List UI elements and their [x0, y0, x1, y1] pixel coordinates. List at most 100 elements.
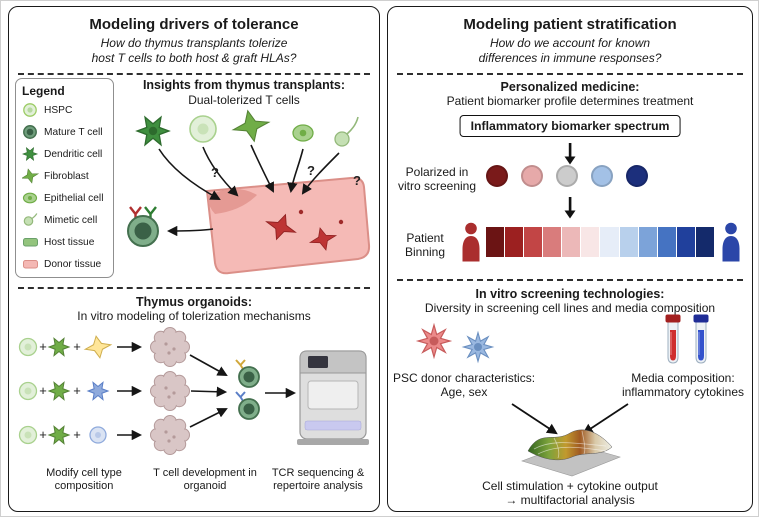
plus-sign: +: [39, 427, 47, 442]
divider-dashed: [18, 287, 370, 289]
legend-item-mimetic-cell: Mimetic cell: [22, 209, 108, 231]
donor-tissue-icon: [23, 260, 38, 269]
psc-label-line1: PSC donor characteristics:: [392, 371, 536, 385]
legend-item-epithelial-cell: Epithelial cell: [22, 187, 108, 209]
panel-tolerance: Modeling drivers of tolerance How do thy…: [8, 6, 380, 512]
legend-label: Mimetic cell: [44, 214, 98, 226]
response-surface-graphic: [521, 429, 621, 477]
left-panel-title: Modeling drivers of tolerance: [89, 16, 299, 33]
screening-subheading: Diversity in screening cell lines and me…: [424, 301, 716, 315]
t-cell-graphic: [235, 359, 260, 388]
transplant-arrows: [158, 144, 340, 237]
personalized-subheading: Patient biomarker profile determines tre…: [446, 94, 694, 108]
blue-tube: [693, 314, 709, 364]
media-label-line1: Media composition:: [631, 371, 735, 385]
panel-stratification: Modeling patient stratification How do w…: [387, 6, 753, 512]
legend-item-host-tissue: Host tissue: [22, 231, 108, 253]
organoid-to-tcell-arrows: [189, 354, 228, 428]
legend-item-fibroblast: Fibroblast: [22, 165, 108, 187]
donor-tissue-graphic: [205, 176, 371, 275]
organoids-heading: Thymus organoids:: [136, 295, 252, 309]
left-panel-question-line2: host T cells to both host & graft HLAs?: [91, 51, 297, 65]
spectrum-segment: [657, 227, 676, 257]
right-panel-question-line2: differences in immune responses?: [478, 51, 662, 65]
media-tubes-graphic: [665, 314, 709, 364]
psc-cells-graphic: [415, 322, 495, 364]
patient-binning-label: Patient Binning: [404, 231, 446, 260]
epithelial-cell-icon: [22, 192, 38, 204]
legend-label: Host tissue: [44, 236, 95, 248]
spectrum-segment: [486, 227, 505, 257]
spectrum-segment: [638, 227, 657, 257]
divider-dashed: [397, 73, 743, 75]
polarized-screening-label: Polarized in vitro screening: [397, 165, 477, 194]
psc-label: PSC donor characteristics: Age, sex: [390, 371, 538, 400]
inflammatory-spectrum-box: Inflammatory biomarker spectrum: [459, 115, 681, 137]
host-tissue-icon: [23, 238, 38, 247]
divider-dashed: [397, 279, 743, 281]
right-panel-title: Modeling patient stratification: [463, 16, 677, 33]
legend-item-dendritic-cell: Dendritic cell: [22, 143, 108, 165]
converging-arrows: [511, 403, 629, 435]
transplants-heading: Insights from thymus transplants:: [142, 78, 346, 92]
mimetic-cell-graphic: [334, 116, 359, 147]
dual-tolerized-t-cell-graphic: [127, 206, 159, 247]
plus-sign: +: [39, 339, 47, 354]
personalized-heading: Personalized medicine:: [500, 80, 640, 94]
output-line1: Cell stimulation + cytokine output: [482, 479, 658, 493]
organoid-graphic: [150, 415, 190, 455]
organoid-graphic: [150, 327, 190, 367]
legend-item-hspc: HSPC: [22, 99, 108, 121]
mature-t-cell-icon: [23, 125, 37, 139]
plus-sign: +: [73, 427, 81, 442]
question-mark: ?: [353, 173, 361, 188]
hspc-graphic: [189, 115, 217, 143]
polarized-dot: [486, 165, 508, 187]
caption-development: T cell development in organoid: [153, 467, 257, 493]
spectrum-segment: [505, 227, 524, 257]
red-tube: [665, 314, 681, 364]
plus-sign: +: [73, 339, 81, 354]
organoids-subheading: In vitro modeling of tolerization mechan…: [77, 309, 311, 323]
legend-label: Mature T cell: [44, 126, 103, 138]
spectrum-segment: [524, 227, 543, 257]
spectrum-segment: [619, 227, 638, 257]
transplants-subheading: Dual-tolerized T cells: [188, 93, 300, 107]
fibroblast-graphic: [231, 109, 271, 143]
cell-mix-row-1: + +: [18, 335, 113, 359]
legend-label: HSPC: [44, 104, 73, 116]
spectrum-segment: [600, 227, 619, 257]
down-arrow-icon: [564, 143, 576, 165]
caption-sequencing: TCR sequencing & repertoire analysis: [271, 467, 365, 493]
polarized-dot: [556, 165, 578, 187]
spectrum-segment: [562, 227, 581, 257]
patient-icon-blue: [722, 222, 740, 262]
organoid-graphic: [150, 371, 190, 411]
polarized-dot: [521, 165, 543, 187]
screening-heading: In vitro screening technologies:: [475, 287, 665, 301]
sequencer-graphic: [297, 350, 369, 445]
dendritic-cell-graphic: [135, 115, 171, 147]
epithelial-cell-graphic: [292, 124, 314, 142]
biomarker-spectrum-bar: [486, 227, 714, 257]
polarized-dot: [626, 165, 648, 187]
plus-sign: +: [73, 383, 81, 398]
divider-dashed: [18, 73, 370, 75]
output-line2: → multifactorial analysis: [505, 493, 635, 507]
mix-to-organoid-arrows: [117, 341, 143, 441]
dendritic-cell-icon: [22, 146, 39, 162]
spectrum-segment: [581, 227, 600, 257]
legend-label: Epithelial cell: [44, 192, 104, 204]
spectrum-segment: [543, 227, 562, 257]
polarized-dot: [591, 165, 613, 187]
question-mark: ?: [307, 163, 315, 178]
media-label: Media composition: inflammatory cytokine…: [616, 371, 750, 400]
plus-sign: +: [39, 383, 47, 398]
left-panel-question-line1: How do thymus transplants tolerize: [100, 36, 288, 50]
cell-mix-row-3: + +: [18, 425, 107, 445]
mimetic-cell-icon: [23, 213, 38, 226]
fibroblast-icon: [22, 168, 40, 184]
legend: Legend HSPC Mature T cell Den: [15, 78, 114, 278]
thymus-transplant-illustration: ? ? ?: [127, 109, 371, 275]
